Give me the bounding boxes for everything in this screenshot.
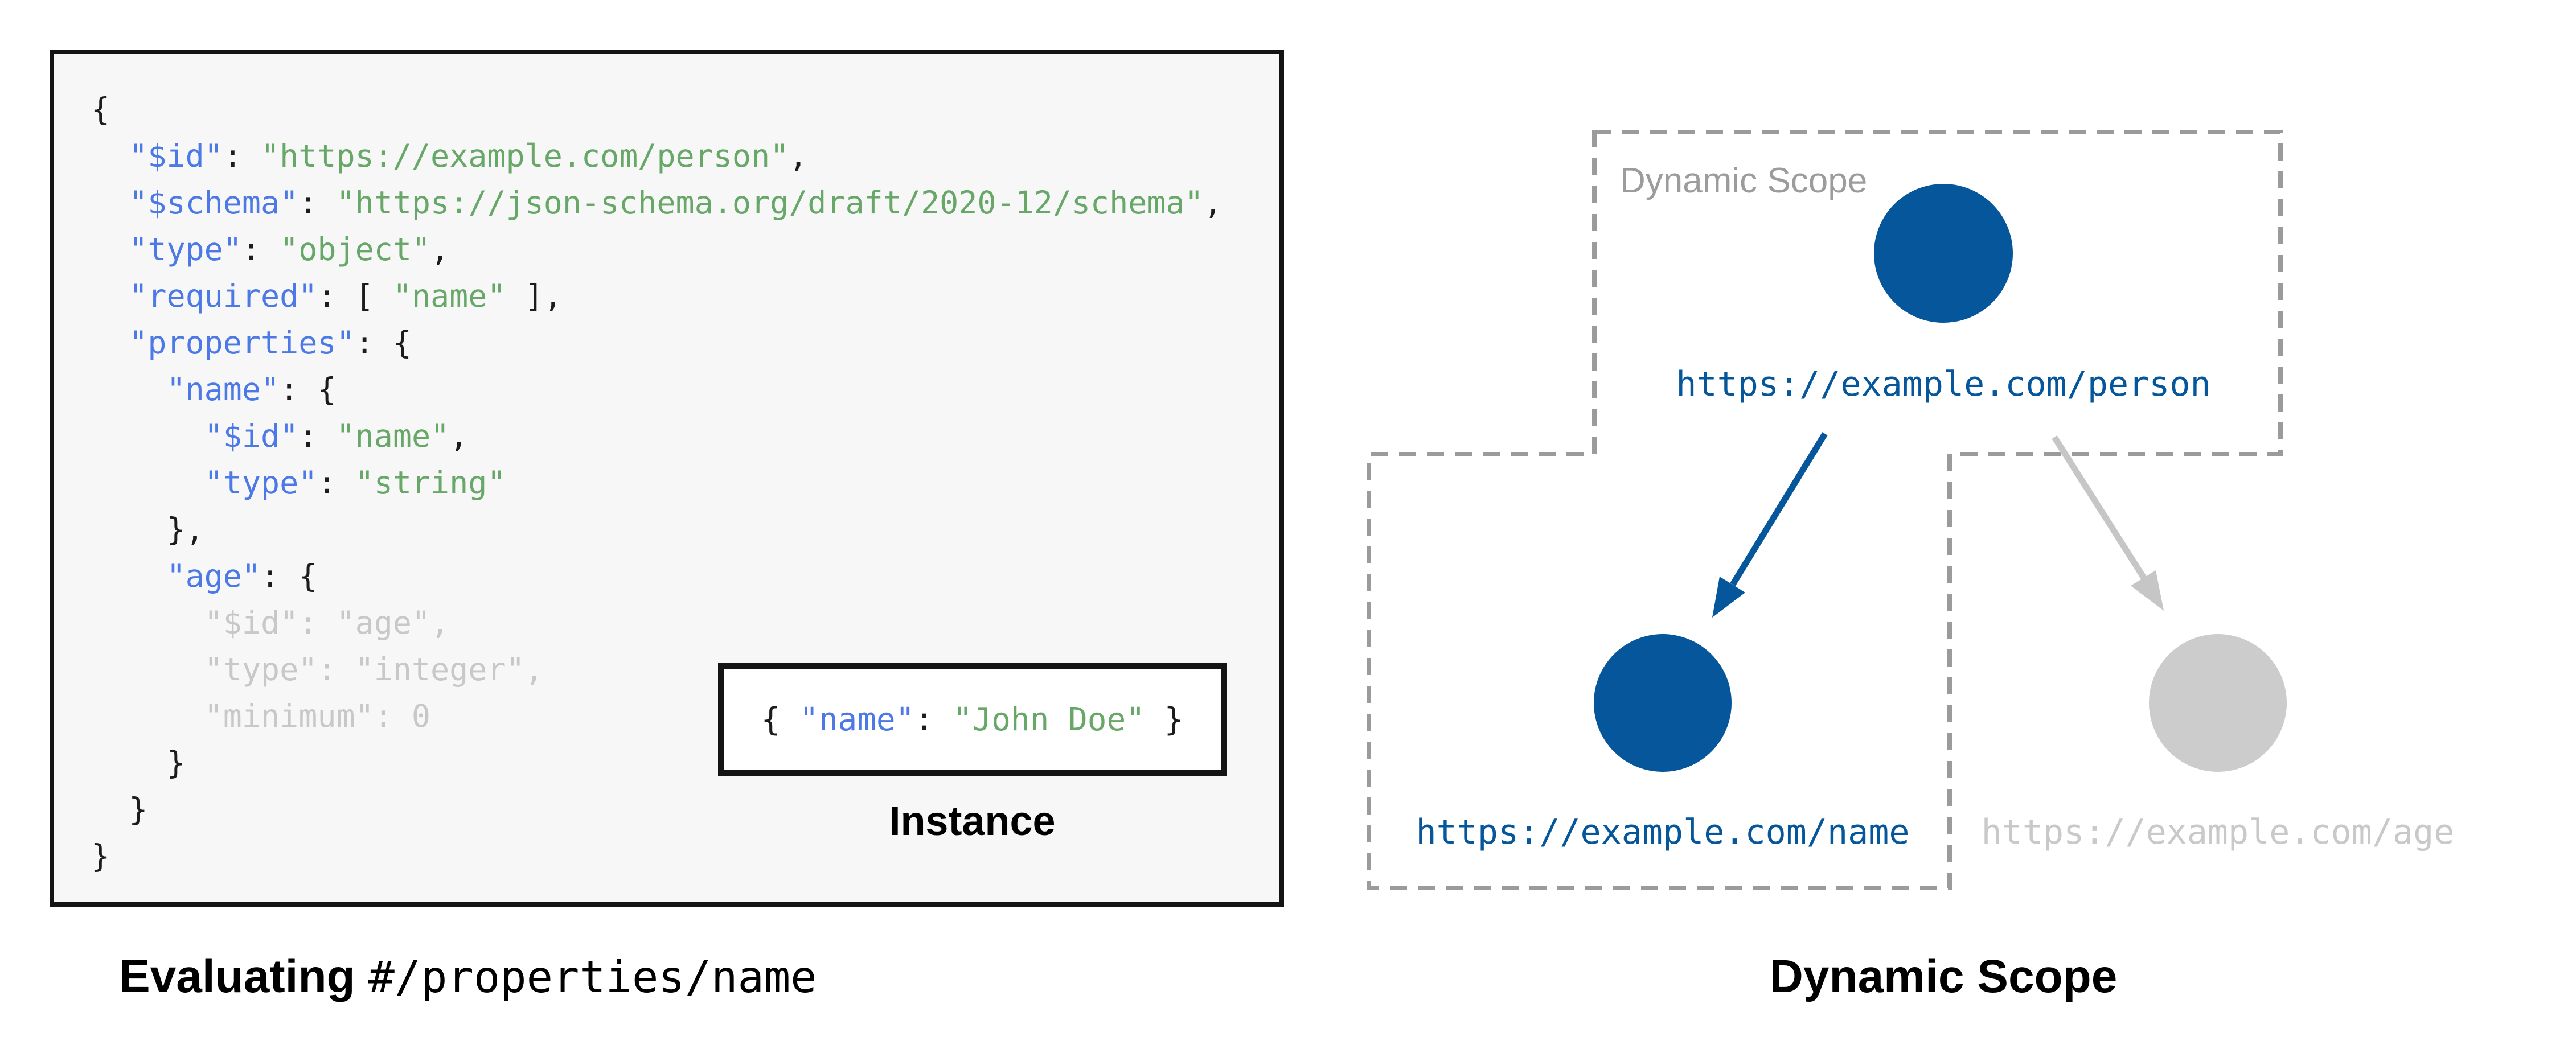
name-node-circle: [1594, 634, 1732, 772]
code-line: }: [91, 833, 1223, 879]
code-token: : {: [355, 324, 412, 361]
instance-label: Instance: [889, 799, 1056, 844]
code-token: "https://json-schema.org/draft/2020-12/s…: [336, 184, 1204, 221]
code-token: "name": [799, 701, 915, 738]
code-token: : {: [261, 558, 318, 594]
code-token: [91, 184, 129, 221]
code-token: ,: [449, 418, 469, 454]
code-token: [91, 418, 204, 454]
code-token: [91, 324, 129, 361]
code-token: "John Doe": [953, 701, 1145, 738]
person-node-label: https://example.com/person: [1676, 364, 2211, 404]
person-to-age-arrow: [2052, 435, 2164, 611]
code-line: "$id": "name",: [91, 413, 1223, 459]
code-line: "type": "string": [91, 459, 1223, 506]
code-token: "minimum": 0: [91, 698, 431, 734]
code-token: ,: [1203, 184, 1223, 221]
code-token: : [: [317, 278, 393, 314]
age-node-circle: [2149, 634, 2287, 772]
code-token: "properties": [129, 324, 355, 361]
code-token: [91, 138, 129, 174]
code-line: },: [91, 506, 1223, 553]
code-token: "type": [204, 464, 318, 501]
code-line: }: [91, 786, 1223, 833]
scope-outline: [1367, 130, 2283, 890]
code-token: },: [91, 511, 204, 548]
code-token: :: [317, 464, 355, 501]
code-line: "minimum": 0: [91, 693, 1223, 739]
code-token: "type": [129, 231, 242, 268]
code-token: "$id": [129, 138, 223, 174]
code-token: :: [914, 701, 953, 738]
caption-separator: [355, 951, 368, 1002]
left-caption: Evaluating #/properties/name: [119, 953, 817, 1001]
code-token: }: [1145, 701, 1184, 738]
code-line: }: [91, 739, 1223, 786]
code-token: }: [91, 838, 110, 874]
code-line: "type": "object",: [91, 226, 1223, 273]
code-line: "age": {: [91, 553, 1223, 599]
schema-code: { "$id": "https://example.com/person", "…: [91, 86, 1223, 879]
code-line: "type": "integer",: [91, 646, 1223, 693]
code-token: ,: [789, 138, 808, 174]
json-pointer-label: #/properties/name: [368, 952, 817, 1003]
code-token: "string": [355, 464, 506, 501]
age-node-label: https://example.com/age: [1981, 812, 2455, 852]
code-line: {: [91, 86, 1223, 133]
code-token: [91, 558, 166, 594]
code-token: "name": [166, 371, 280, 408]
code-token: {: [91, 91, 110, 127]
evaluating-label: Evaluating: [119, 951, 355, 1002]
code-token: :: [298, 418, 337, 454]
code-token: "https://example.com/person": [261, 138, 789, 174]
code-token: [91, 371, 166, 408]
code-token: "object": [280, 231, 431, 268]
code-token: }: [91, 791, 148, 828]
code-line: "$id": "https://example.com/person",: [91, 133, 1223, 179]
schema-panel: { "$id": "https://example.com/person", "…: [50, 50, 1284, 907]
code-line: "properties": {: [91, 319, 1223, 366]
code-token: "name": [392, 278, 506, 314]
code-token: :: [223, 138, 261, 174]
instance-box: { "name": "John Doe" }: [718, 663, 1227, 776]
code-token: ,: [430, 231, 450, 268]
code-token: : {: [280, 371, 337, 408]
code-token: [91, 278, 129, 314]
code-line: "required": [ "name" ],: [91, 273, 1223, 319]
code-token: {: [761, 701, 800, 738]
scope-region-label: Dynamic Scope: [1620, 161, 1868, 200]
code-token: [91, 231, 129, 268]
name-node-label: https://example.com/name: [1416, 812, 1910, 852]
code-token: "$schema": [129, 184, 299, 221]
code-line: "$id": "age",: [91, 599, 1223, 646]
code-token: ],: [506, 278, 563, 314]
code-token: "$id": [204, 418, 299, 454]
code-token: "age": [166, 558, 261, 594]
code-token: :: [298, 184, 337, 221]
right-caption: Dynamic Scope: [1769, 951, 2118, 1002]
instance-code: { "name": "John Doe" }: [761, 701, 1184, 738]
code-token: [91, 464, 204, 501]
code-line: "$schema": "https://json-schema.org/draf…: [91, 179, 1223, 226]
code-line: "name": {: [91, 366, 1223, 413]
code-token: }: [91, 744, 186, 781]
code-token: "required": [129, 278, 318, 314]
code-token: :: [241, 231, 280, 268]
code-token: "type": "integer",: [91, 651, 544, 688]
code-token: "$id": "age",: [91, 604, 450, 641]
code-token: "name": [336, 418, 450, 454]
person-to-name-arrow: [1712, 432, 1828, 618]
person-node-circle: [1874, 184, 2013, 323]
